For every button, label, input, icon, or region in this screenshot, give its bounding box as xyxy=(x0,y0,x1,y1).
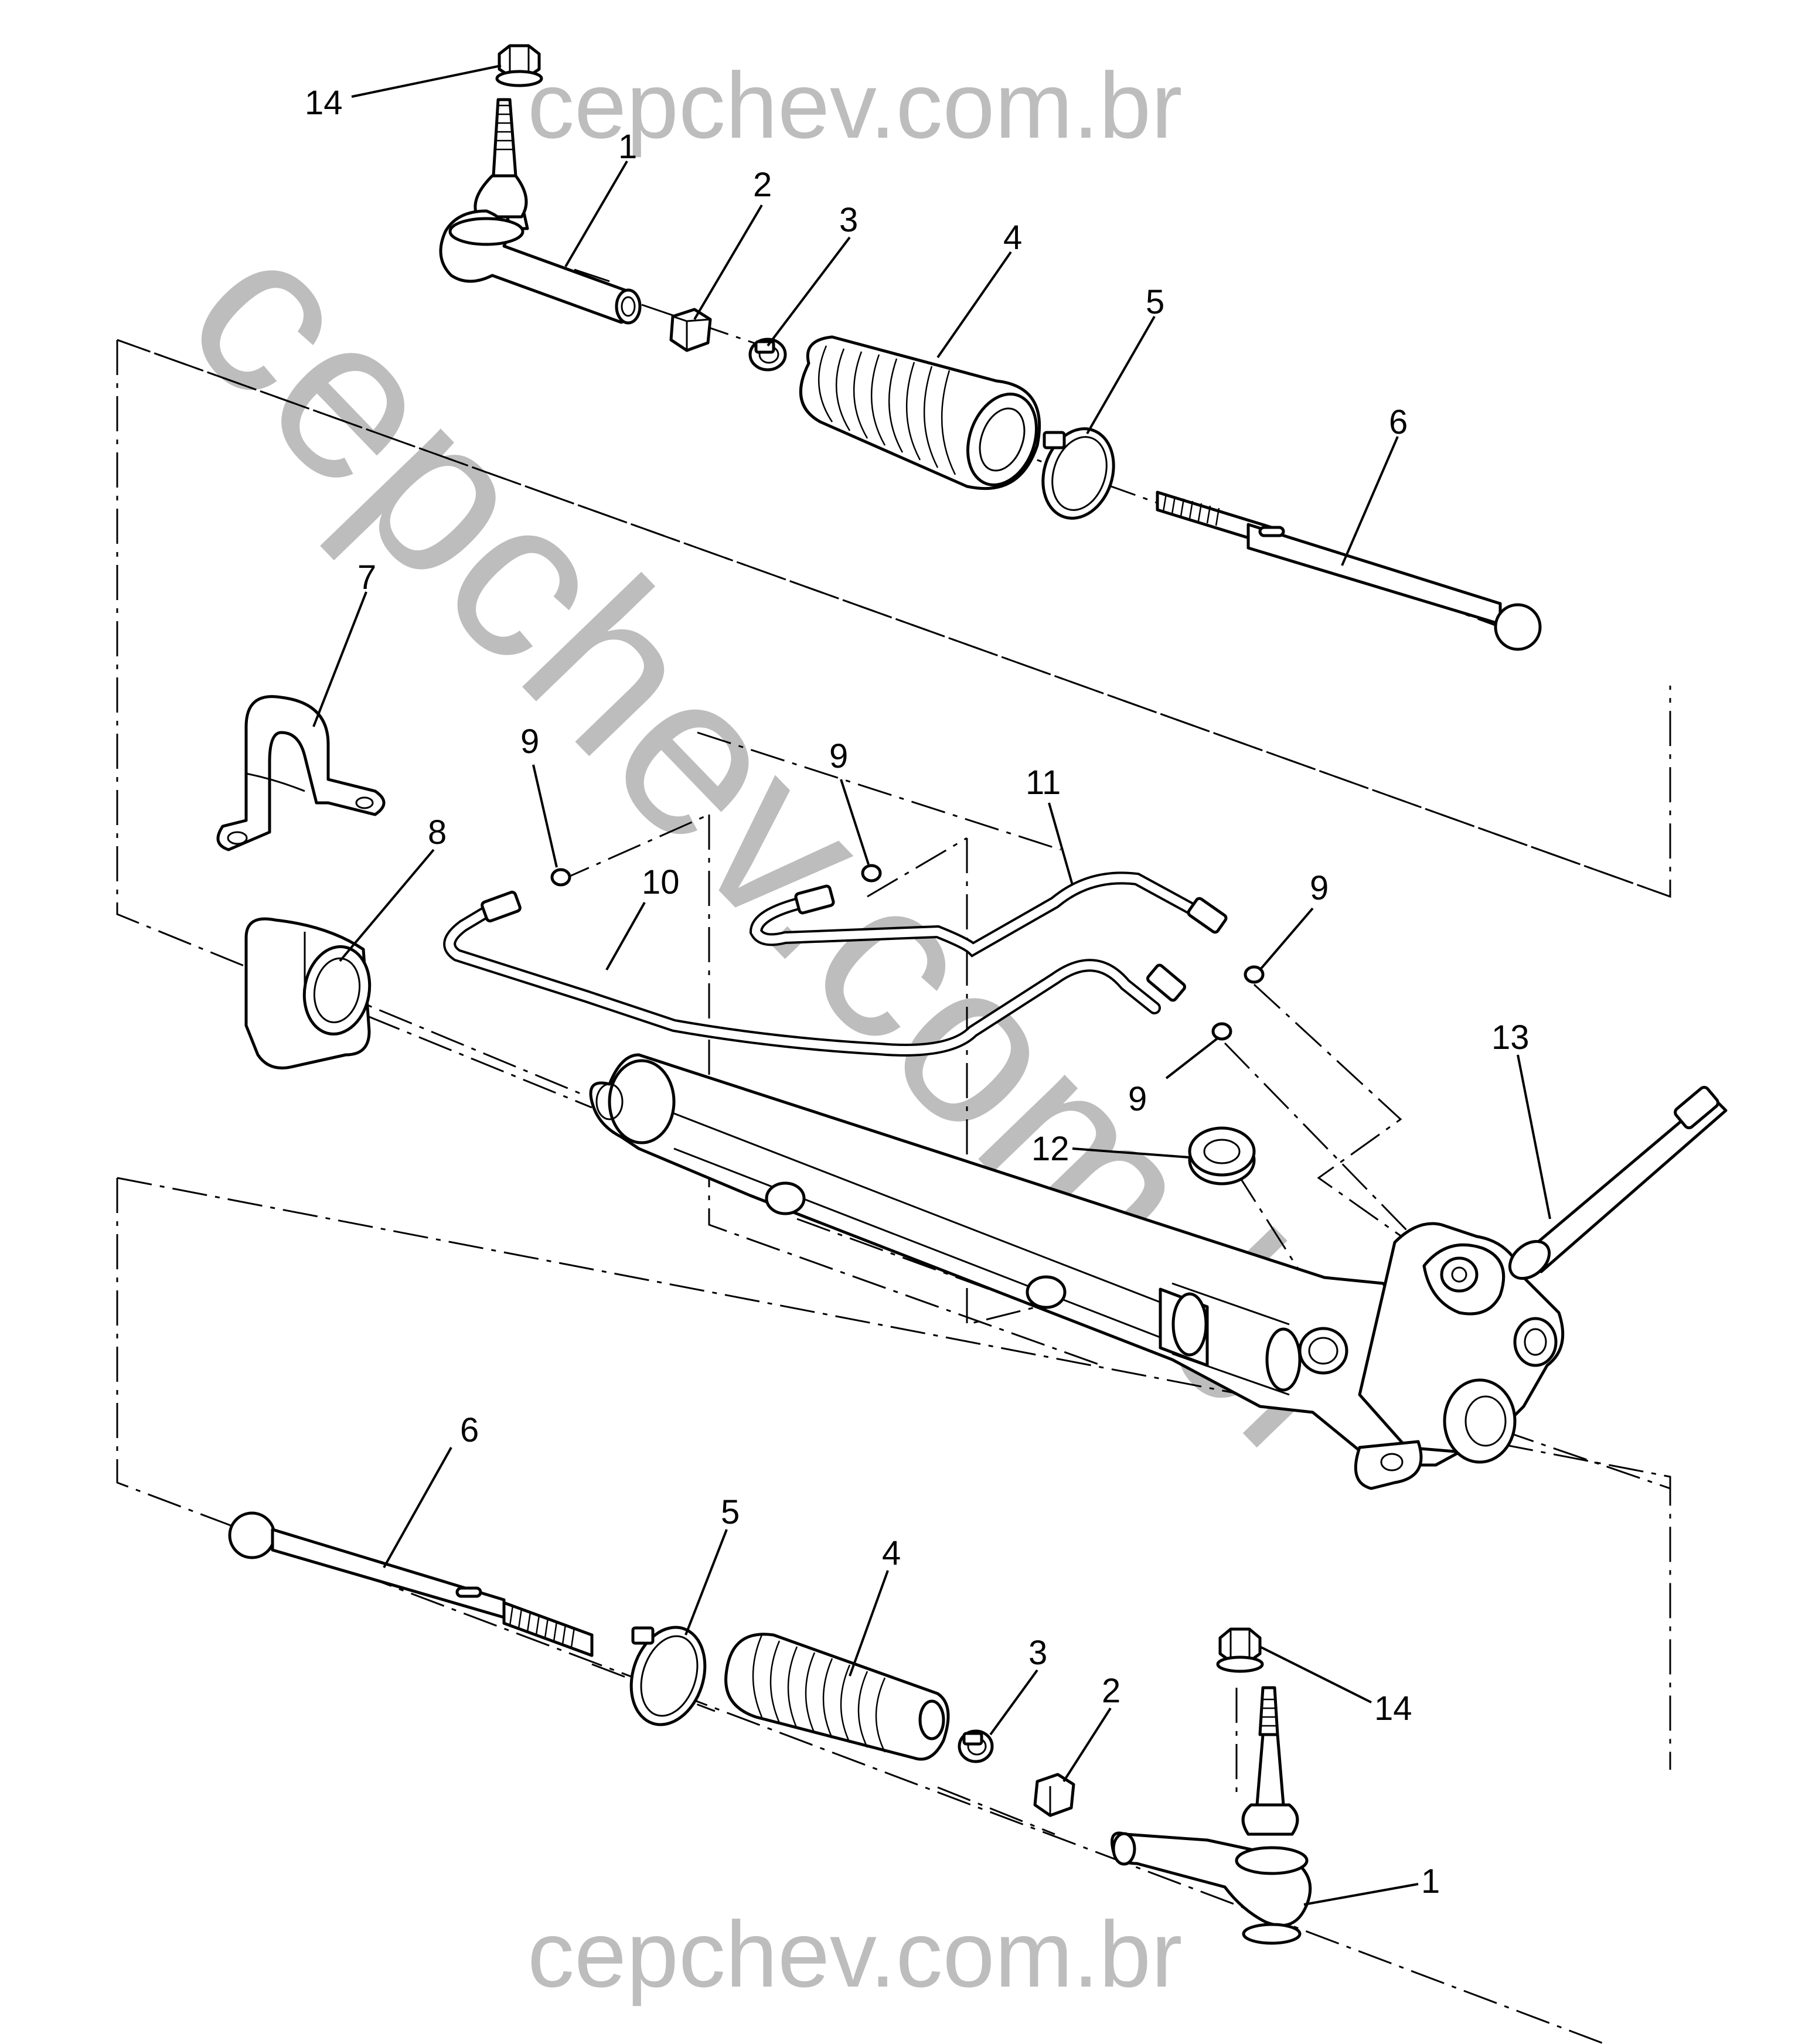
jam-nut-2-top xyxy=(669,308,712,352)
callout-8: 8 xyxy=(428,813,447,851)
watermark-bottom: cepchev.com.br xyxy=(527,1902,1183,2006)
callout-6-top: 6 xyxy=(1389,403,1408,441)
callout-9-b: 9 xyxy=(829,737,848,775)
callout-5-top: 5 xyxy=(1146,283,1164,321)
callout-2-bottom: 2 xyxy=(1102,1672,1120,1710)
tie-rod-end-1-top xyxy=(439,98,642,325)
callout-3-top: 3 xyxy=(839,201,858,239)
callout-9-a: 9 xyxy=(520,723,539,761)
callout-1-bottom: 1 xyxy=(1421,1862,1440,1900)
tie-rod-end-1-bottom xyxy=(1111,1686,1312,1945)
nut-14-top xyxy=(495,44,543,87)
callout-3-bottom: 3 xyxy=(1028,1634,1047,1672)
clamp-ring-5-top xyxy=(1041,427,1115,520)
o-rings-9 xyxy=(550,864,1265,1041)
bushing-8 xyxy=(244,917,372,1069)
upper-assembly-frame xyxy=(116,339,1671,1109)
boot-4-top xyxy=(799,335,1041,490)
callout-10: 10 xyxy=(642,863,680,901)
bracket-7 xyxy=(216,695,386,851)
fluid-line-10 xyxy=(443,890,1186,1057)
callout-4-top: 4 xyxy=(1003,219,1022,257)
callout-labels: 14 1 2 3 4 5 6 7 8 9 9 10 11 9 9 12 13 6… xyxy=(305,84,1530,1900)
rack-sleeves xyxy=(765,1181,1067,1309)
callout-7: 7 xyxy=(357,558,376,597)
callout-4-bottom: 4 xyxy=(882,1534,901,1572)
gear-housing-13 xyxy=(589,1053,1728,1490)
lower-assembly-frame xyxy=(116,1177,1671,2044)
callout-5-bottom: 5 xyxy=(721,1493,740,1531)
watermark-top: cepchev.com.br xyxy=(527,53,1183,158)
clamp-ring-5-bottom xyxy=(629,1626,707,1726)
callout-12: 12 xyxy=(1031,1130,1070,1168)
inner-tie-rod-6-top xyxy=(1156,490,1542,651)
boot-clamp-3-bottom xyxy=(958,1729,994,1763)
callout-9-d: 9 xyxy=(1128,1080,1147,1118)
plug-12 xyxy=(1188,1126,1256,1185)
callout-13: 13 xyxy=(1491,1018,1530,1057)
boot-4-bottom xyxy=(724,1633,950,1761)
nut-14-bottom xyxy=(1216,1627,1264,1673)
callout-11: 11 xyxy=(1026,764,1061,802)
leader-lines xyxy=(312,64,1551,1906)
callout-9-c: 9 xyxy=(1310,869,1329,907)
callout-2-top: 2 xyxy=(753,166,772,204)
fluid-line-11 xyxy=(749,871,1228,958)
callout-14-top: 14 xyxy=(305,84,343,122)
inner-tie-rod-6-bottom xyxy=(228,1511,594,1657)
callout-1-top: 1 xyxy=(618,128,637,166)
callout-14-bottom: 14 xyxy=(1374,1689,1412,1728)
jam-nut-2-bottom xyxy=(1033,1773,1075,1817)
callout-6-bottom: 6 xyxy=(460,1411,479,1449)
